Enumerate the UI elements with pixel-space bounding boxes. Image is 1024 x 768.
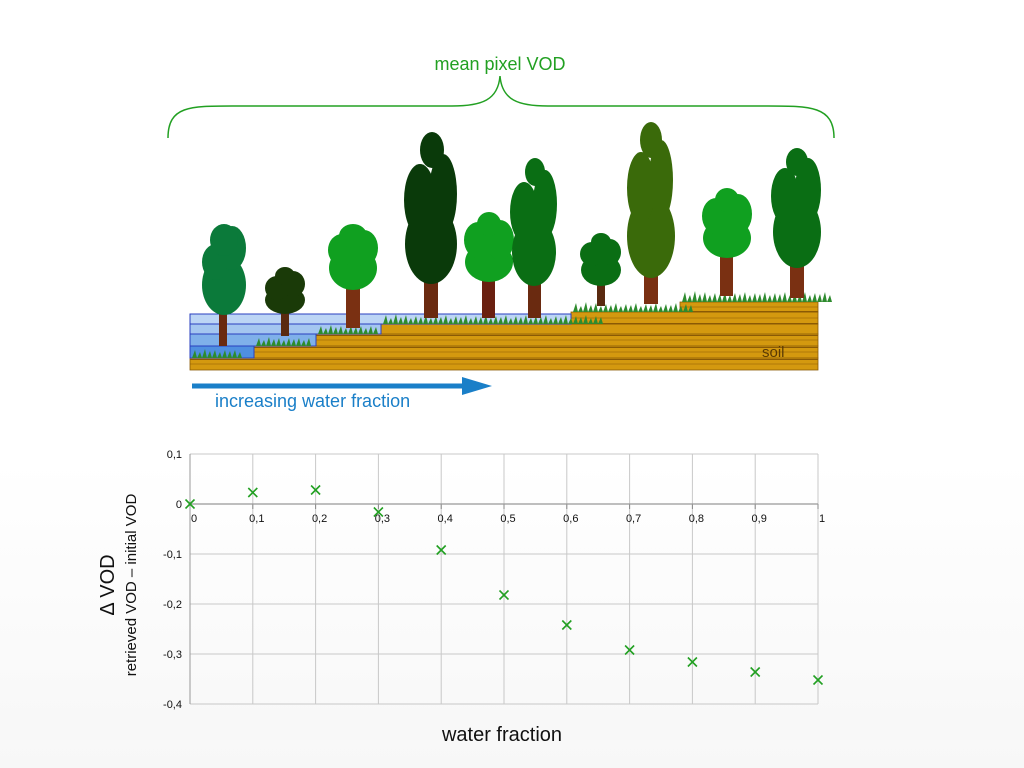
data-point: [373, 506, 384, 518]
y-tick-label: 0,1: [167, 449, 182, 461]
x-tick-label: 0,8: [689, 513, 704, 525]
x-tick-label: 0,4: [438, 513, 453, 525]
data-points: [184, 484, 824, 686]
grid: [189, 453, 819, 705]
arrow-label: increasing water fraction: [215, 391, 410, 411]
data-point: [310, 484, 321, 496]
x-axis-label: water fraction: [441, 724, 562, 746]
data-point: [561, 619, 572, 631]
y-tick-label: 0: [176, 499, 182, 511]
data-point: [624, 644, 635, 656]
y-tick-label: -0,1: [163, 549, 182, 561]
tree: [771, 148, 821, 298]
x-tick-label: 0,7: [626, 513, 641, 525]
axes: [189, 454, 819, 704]
y-tick-labels: 0,1 0 -0,1 -0,2 -0,3 -0,4: [163, 449, 182, 711]
tree: [404, 132, 457, 318]
tree: [202, 224, 246, 346]
data-point: [436, 544, 447, 556]
x-tick-label: 0: [191, 513, 197, 525]
tree: [510, 158, 557, 318]
data-point: [812, 674, 824, 686]
water-fraction-arrow: [192, 377, 492, 395]
illustration: mean pixel VOD soil: [167, 54, 835, 411]
data-point: [750, 666, 761, 678]
data-point: [247, 487, 258, 498]
scatter-chart: 0 0,1 0,2 0,3 0,4 0,5 0,6 0,7 0,8 0,9 1 0,1 0 -0,1 -0…: [97, 449, 825, 746]
x-tick-label: 0,6: [563, 513, 578, 525]
data-point: [498, 589, 510, 601]
x-tick-label: 0,1: [249, 513, 264, 525]
tree: [464, 212, 514, 318]
x-tick-label: 0,9: [752, 513, 767, 525]
grass: [192, 291, 832, 358]
tree: [265, 267, 305, 336]
data-point: [184, 498, 196, 510]
y-tick-label: -0,2: [163, 599, 182, 611]
tree: [328, 224, 378, 328]
tree: [580, 233, 621, 306]
brace-label: mean pixel VOD: [434, 54, 565, 74]
soil-label: soil: [762, 344, 785, 361]
x-tick-label: 0,3: [375, 513, 390, 525]
y-tick-label: -0,3: [163, 649, 182, 661]
tree: [627, 122, 675, 304]
x-tick-label: 0,2: [312, 513, 327, 525]
tree: [702, 188, 752, 296]
x-tick-labels: 0 0,1 0,2 0,3 0,4 0,5 0,6 0,7 0,8 0,9 1: [191, 513, 825, 525]
y-tick-label: -0,4: [163, 699, 182, 711]
x-tick-label: 0,5: [500, 513, 515, 525]
brace: [167, 75, 835, 139]
x-tick-label: 1: [819, 513, 825, 525]
y-axis-label: Δ VOD: [97, 554, 119, 615]
trees: [202, 122, 821, 346]
y-axis-sublabel: retrieved VOD – initial VOD: [123, 494, 140, 677]
data-point: [687, 656, 698, 668]
